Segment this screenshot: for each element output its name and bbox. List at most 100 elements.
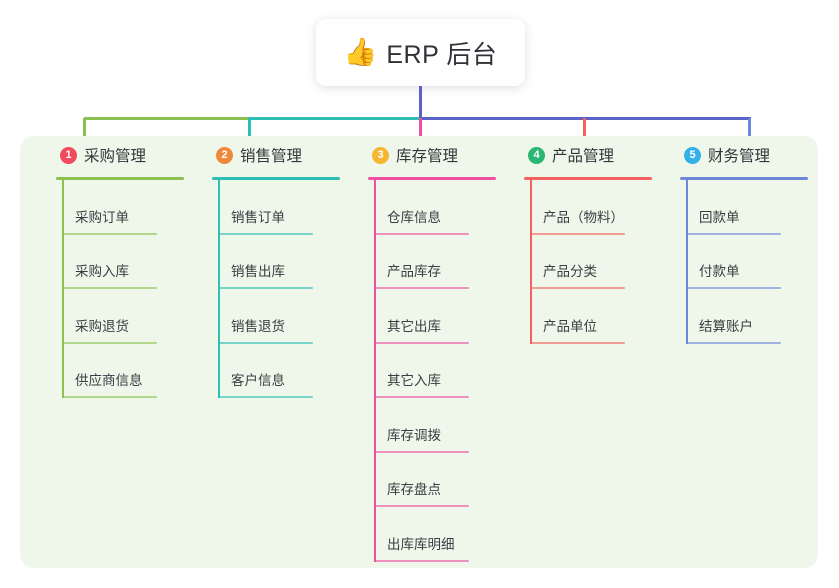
list-item-underline — [218, 287, 313, 289]
list-item[interactable]: 采购订单 — [38, 180, 194, 235]
branch-column-sales: 2 销售管理 销售订单 销售出库 销售退货 客户信息 — [194, 136, 350, 568]
list-item-underline — [62, 341, 157, 344]
list-item-underline — [374, 559, 469, 562]
list-item-underline — [530, 232, 625, 235]
list-item-label: 销售退货 — [231, 318, 285, 334]
list-item-underline — [62, 287, 157, 289]
list-item[interactable]: 库存调拨 — [350, 398, 506, 453]
branch-items: 销售订单 销售出库 销售退货 客户信息 — [194, 180, 350, 398]
list-item-label: 结算账户 — [699, 318, 753, 334]
list-item-label: 产品单位 — [543, 318, 597, 334]
list-item-underline — [62, 396, 157, 398]
list-item[interactable]: 采购入库 — [38, 235, 194, 289]
branch-underline — [212, 177, 340, 180]
branch-badge: 1 — [60, 146, 77, 164]
thumbs-up-icon: 👍 — [343, 37, 378, 68]
list-item[interactable]: 回款单 — [662, 180, 818, 235]
list-item-label: 产品（物料） — [543, 209, 624, 225]
list-item[interactable]: 产品单位 — [506, 289, 662, 344]
branch-badge: 4 — [528, 146, 545, 164]
list-item[interactable]: 销售订单 — [194, 180, 350, 235]
branch-underline — [680, 177, 808, 180]
list-item-underline — [686, 287, 781, 289]
root-node-label: ERP 后台 — [386, 40, 498, 69]
branch-title: 财务管理 — [708, 148, 771, 165]
branch-title: 库存管理 — [396, 148, 459, 165]
list-item-underline — [218, 396, 313, 398]
list-item[interactable]: 产品库存 — [350, 235, 506, 289]
list-item-underline — [530, 341, 625, 344]
branch-badge: 3 — [372, 146, 389, 164]
list-item-label: 库存盘点 — [387, 482, 441, 497]
list-item-label: 采购订单 — [75, 209, 129, 225]
list-item[interactable]: 产品分类 — [506, 235, 662, 289]
list-item-label: 采购退货 — [75, 318, 129, 334]
branch-spine — [218, 180, 220, 398]
list-item-label: 销售出库 — [231, 264, 285, 279]
list-item[interactable]: 产品（物料） — [506, 180, 662, 235]
branch-underline — [524, 177, 652, 180]
list-item-underline — [374, 396, 469, 398]
list-item-underline — [374, 287, 469, 289]
list-item-underline — [62, 232, 157, 235]
list-item-label: 采购入库 — [75, 264, 129, 279]
branch-spine — [530, 180, 532, 344]
branch-items: 回款单 付款单 结算账户 — [662, 180, 818, 344]
branch-header-inventory[interactable]: 3 库存管理 — [350, 136, 506, 174]
list-item[interactable]: 仓库信息 — [350, 180, 506, 235]
list-item[interactable]: 供应商信息 — [38, 344, 194, 398]
list-item-label: 产品分类 — [543, 264, 597, 279]
branch-header-finance[interactable]: 5 财务管理 — [662, 136, 818, 174]
branch-title: 产品管理 — [552, 148, 615, 165]
list-item-underline — [218, 341, 313, 344]
list-item-label: 回款单 — [699, 209, 740, 225]
list-item-underline — [374, 505, 469, 507]
branch-badge: 5 — [684, 146, 701, 164]
branch-column-finance: 5 财务管理 回款单 付款单 结算账户 — [662, 136, 818, 568]
list-item-underline — [218, 232, 313, 235]
list-item[interactable]: 客户信息 — [194, 344, 350, 398]
branch-spine — [62, 180, 64, 398]
list-item-underline — [686, 232, 781, 235]
list-item-underline — [374, 341, 469, 344]
list-item-label: 其它入库 — [387, 373, 441, 388]
branch-column-purchasing: 1 采购管理 采购订单 采购入库 采购退货 供应商信息 — [38, 136, 194, 568]
branch-items: 产品（物料） 产品分类 产品单位 — [506, 180, 662, 344]
list-item-underline — [374, 232, 469, 235]
branch-spine — [374, 180, 376, 562]
branch-column-inventory: 3 库存管理 仓库信息 产品库存 其它出库 其它入库 — [350, 136, 506, 568]
branch-title: 销售管理 — [240, 148, 303, 165]
list-item[interactable]: 销售出库 — [194, 235, 350, 289]
branch-column-product: 4 产品管理 产品（物料） 产品分类 产品单位 — [506, 136, 662, 568]
list-item[interactable]: 采购退货 — [38, 289, 194, 344]
branch-items: 采购订单 采购入库 采购退货 供应商信息 — [38, 180, 194, 398]
list-item-underline — [374, 450, 469, 453]
branch-spine — [686, 180, 688, 344]
list-item-label: 仓库信息 — [387, 209, 441, 225]
branch-header-purchasing[interactable]: 1 采购管理 — [38, 136, 194, 174]
list-item-label: 其它出库 — [387, 318, 441, 334]
list-item[interactable]: 出库库明细 — [350, 507, 506, 562]
list-item[interactable]: 其它出库 — [350, 289, 506, 344]
branch-header-sales[interactable]: 2 销售管理 — [194, 136, 350, 174]
branch-columns: 1 采购管理 采购订单 采购入库 采购退货 供应商信息 — [20, 136, 818, 568]
list-item[interactable]: 库存盘点 — [350, 453, 506, 507]
list-item[interactable]: 其它入库 — [350, 344, 506, 398]
branch-underline — [56, 177, 184, 180]
branch-items: 仓库信息 产品库存 其它出库 其它入库 库存调拨 — [350, 180, 506, 562]
list-item-underline — [530, 287, 625, 289]
root-node-erp-backend[interactable]: 👍 ERP 后台 — [316, 19, 525, 86]
branch-header-product[interactable]: 4 产品管理 — [506, 136, 662, 174]
list-item[interactable]: 销售退货 — [194, 289, 350, 344]
list-item[interactable]: 结算账户 — [662, 289, 818, 344]
list-item-label: 供应商信息 — [75, 373, 143, 388]
list-item-label: 库存调拨 — [387, 427, 441, 443]
list-item-label: 销售订单 — [231, 209, 285, 225]
list-item-label: 付款单 — [699, 264, 740, 279]
content-panel — [20, 136, 818, 568]
branch-title: 采购管理 — [84, 148, 147, 165]
list-item-label: 产品库存 — [387, 264, 441, 279]
branch-underline — [368, 177, 496, 180]
list-item[interactable]: 付款单 — [662, 235, 818, 289]
